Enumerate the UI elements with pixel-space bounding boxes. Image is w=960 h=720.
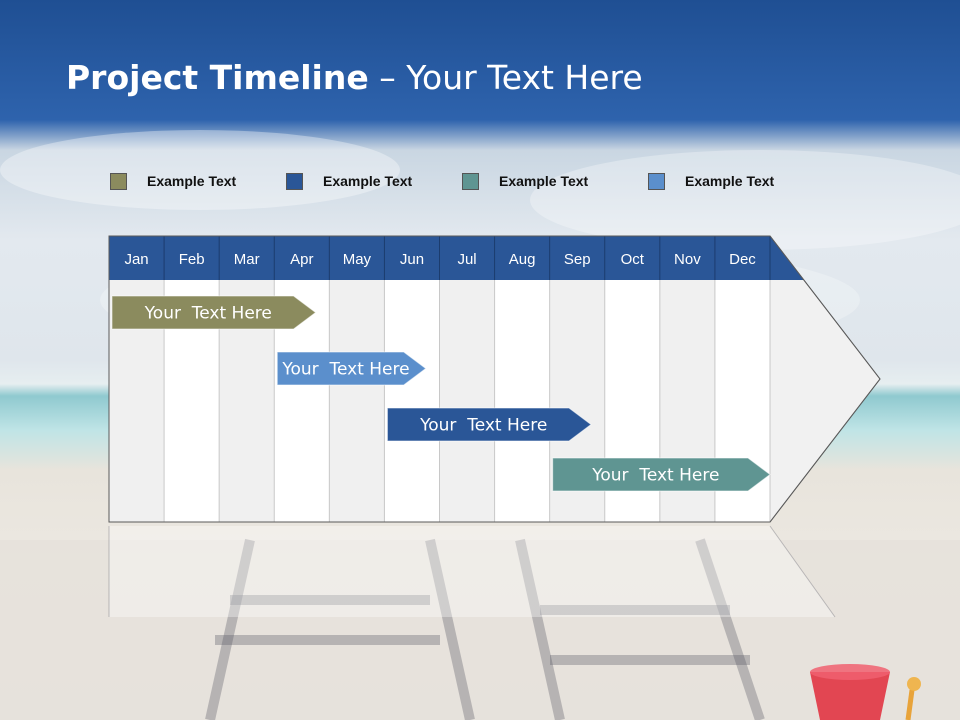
legend-label: Example Text — [323, 173, 413, 189]
legend-label: Example Text — [499, 173, 589, 189]
reflection-edge — [769, 525, 836, 618]
legend-item-1: Example Text — [110, 171, 236, 191]
task-bar — [552, 457, 771, 492]
legend-label: Example Text — [147, 173, 237, 189]
month-column — [329, 280, 385, 522]
month-label: May — [343, 251, 372, 268]
task-label: Your Text Here — [419, 416, 547, 436]
month-header-band — [109, 236, 804, 280]
month-column — [494, 280, 550, 522]
month-label: Jan — [124, 251, 148, 268]
task-bar — [276, 351, 427, 386]
task-bar — [111, 295, 317, 330]
month-label: Mar — [234, 251, 260, 268]
legend-label: Example Text — [685, 173, 775, 189]
legend-item-4: Example Text — [648, 171, 774, 191]
task-label: Your Text Here — [591, 466, 719, 486]
month-label: Jul — [457, 251, 476, 268]
month-label: Aug — [509, 251, 536, 268]
legend-swatch — [462, 172, 479, 190]
task-bar — [386, 407, 592, 442]
legend-swatch — [286, 172, 303, 190]
legend-swatch — [648, 172, 665, 190]
month-label: Sep — [564, 251, 591, 268]
month-label: Dec — [729, 251, 756, 268]
month-label: Feb — [179, 251, 205, 268]
task-label: Your Text Here — [144, 304, 272, 324]
bucket-icon — [810, 672, 890, 720]
title-rest-text: – Your Text Here — [368, 58, 643, 97]
legend-item-2: Example Text — [286, 171, 412, 191]
timeline-reflection — [109, 526, 835, 617]
month-label: Apr — [290, 251, 313, 268]
month-column — [384, 280, 440, 522]
title-bold-text: Project Timeline — [66, 58, 369, 97]
month-column — [439, 280, 495, 522]
legend-swatch — [110, 172, 127, 190]
timeline-arrow-outline — [108, 235, 881, 523]
slide-title: Project Timeline – Your Text Here — [66, 58, 643, 97]
legend-item-3: Example Text — [462, 171, 588, 191]
month-label: Nov — [674, 251, 701, 268]
task-label: Your Text Here — [281, 360, 409, 380]
month-label: Jun — [400, 251, 424, 268]
month-label: Oct — [621, 251, 645, 268]
